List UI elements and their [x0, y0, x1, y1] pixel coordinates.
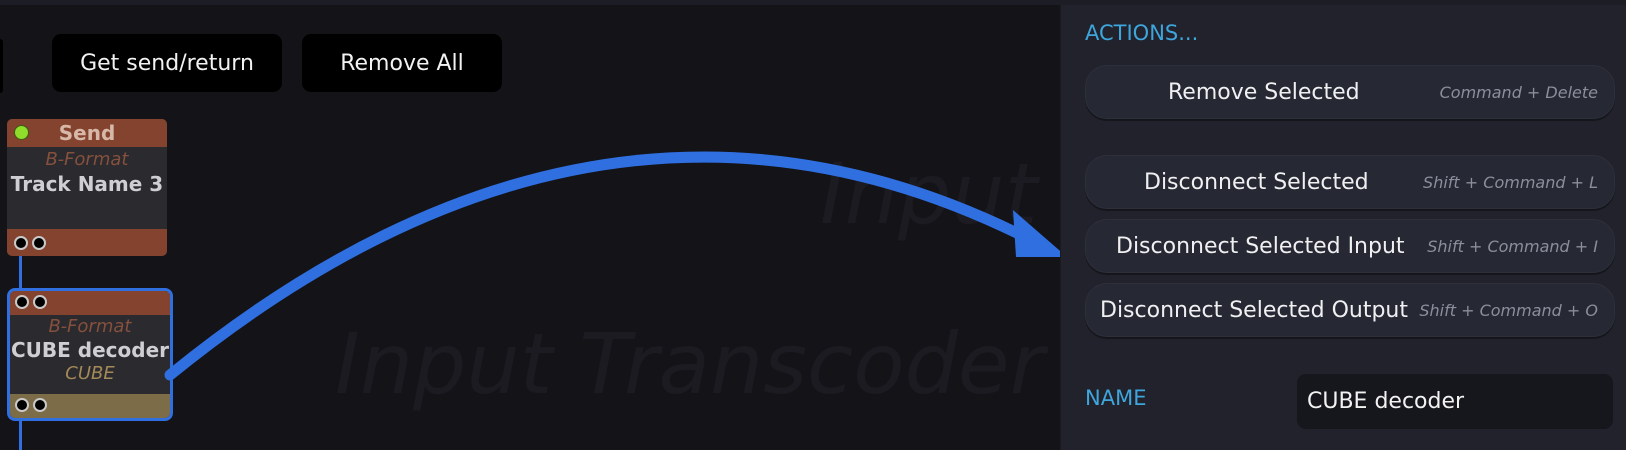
disconnect-selected-input-button[interactable]: Disconnect Selected Input Shift + Comman…	[1085, 219, 1615, 273]
input-port[interactable]	[33, 295, 47, 309]
status-indicator	[14, 125, 29, 140]
remove-selected-button[interactable]: Remove Selected Command + Delete	[1085, 65, 1615, 119]
actions-heading: ACTIONS...	[1085, 21, 1199, 45]
send-node[interactable]: Send B-Format Track Name 3	[7, 119, 167, 256]
name-heading: NAME	[1085, 386, 1147, 410]
remove-all-button[interactable]: Remove All	[302, 34, 502, 92]
disconnect-selected-label: Disconnect Selected	[1144, 169, 1369, 195]
decoder-node-input-bar	[10, 291, 170, 315]
disconnect-selected-shortcut: Shift + Command + L	[1423, 172, 1598, 192]
disconnect-selected-input-label: Disconnect Selected Input	[1116, 233, 1405, 259]
decoder-node-output-bar	[10, 394, 170, 418]
remove-selected-shortcut: Command + Delete	[1439, 82, 1598, 102]
canvas-edge-button[interactable]	[0, 39, 3, 93]
output-port[interactable]	[15, 398, 29, 412]
decoder-node-format: B-Format	[48, 316, 132, 337]
connection-wire[interactable]	[19, 241, 22, 301]
cube-decoder-node[interactable]: B-Format CUBE decoder CUBE	[10, 291, 170, 418]
send-node-title: Track Name 3	[10, 172, 164, 196]
node-name-input[interactable]	[1297, 374, 1613, 429]
annotation-arrow-overlay	[164, 151, 1060, 381]
top-bar	[0, 0, 1626, 5]
send-node-header-label: Send	[58, 121, 116, 145]
annotation-arrowhead	[1013, 210, 1060, 257]
decoder-node-title: CUBE decoder	[10, 338, 169, 362]
input-port[interactable]	[15, 295, 29, 309]
disconnect-selected-input-shortcut: Shift + Command + I	[1427, 236, 1598, 256]
disconnect-selected-button[interactable]: Disconnect Selected Shift + Command + L	[1085, 155, 1615, 209]
disconnect-selected-output-button[interactable]: Disconnect Selected Output Shift + Comma…	[1085, 283, 1615, 337]
get-send-return-button[interactable]: Get send/return	[52, 34, 282, 92]
decoder-node-subtitle: CUBE	[65, 363, 115, 384]
output-port[interactable]	[14, 236, 28, 250]
output-port[interactable]	[32, 236, 46, 250]
send-node-header: Send	[7, 119, 167, 147]
disconnect-selected-output-label: Disconnect Selected Output	[1100, 297, 1408, 323]
properties-panel: ACTIONS... Remove Selected Command + Del…	[1060, 5, 1626, 450]
remove-selected-label: Remove Selected	[1168, 79, 1360, 105]
annotation-arrow-line	[164, 151, 1031, 381]
connection-wire-out[interactable]	[19, 413, 22, 450]
node-graph-canvas[interactable]: Get send/return Remove All Input Transco…	[0, 5, 1060, 450]
output-port[interactable]	[33, 398, 47, 412]
send-node-format: B-Format	[45, 149, 129, 170]
send-node-footer	[7, 229, 167, 256]
disconnect-selected-output-shortcut: Shift + Command + O	[1419, 300, 1598, 320]
